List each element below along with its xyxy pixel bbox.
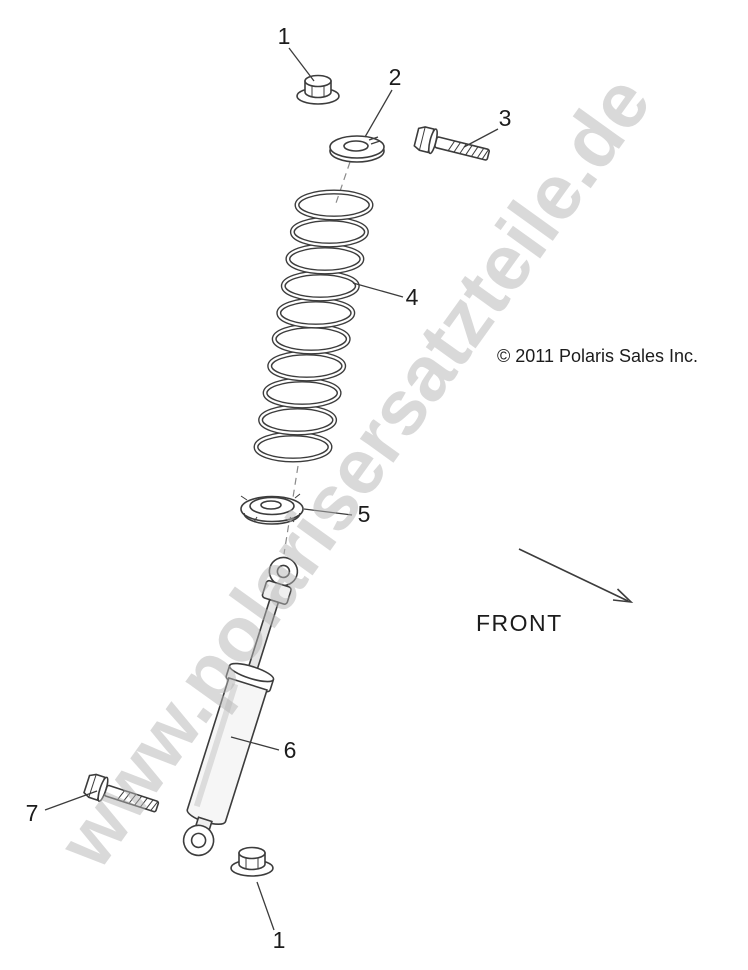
leader-line-4 bbox=[352, 282, 404, 298]
watermark-text: www.polarisersatzteile.de bbox=[40, 60, 667, 884]
callout-4: 4 bbox=[406, 284, 419, 310]
front-arrow bbox=[518, 548, 634, 604]
part-flange-nut-top bbox=[296, 74, 340, 105]
callout-1-bottom: 1 bbox=[273, 927, 286, 953]
callout-6: 6 bbox=[284, 737, 297, 763]
part-spring-retainer bbox=[240, 493, 304, 525]
part-coil-spring bbox=[253, 189, 374, 463]
part-spring-washer bbox=[329, 135, 385, 163]
leader-line-7 bbox=[44, 790, 98, 811]
leader-line-2 bbox=[364, 89, 393, 138]
part-upper-mount-bolt bbox=[412, 124, 493, 168]
part-shock-absorber bbox=[182, 556, 299, 857]
centerline-lower bbox=[283, 465, 299, 555]
leader-line-1-bottom bbox=[256, 881, 275, 931]
leader-line-3 bbox=[463, 128, 499, 148]
callout-1-top: 1 bbox=[278, 23, 291, 49]
leader-line-5 bbox=[303, 508, 353, 516]
front-label: FRONT bbox=[476, 610, 563, 636]
callout-5: 5 bbox=[358, 501, 371, 527]
callout-7: 7 bbox=[26, 800, 39, 826]
part-flange-nut-bottom bbox=[230, 846, 274, 877]
callout-2: 2 bbox=[389, 64, 402, 90]
leader-line-6 bbox=[230, 736, 280, 751]
copyright-text: © 2011 Polaris Sales Inc. bbox=[497, 346, 698, 366]
leader-line-1-top bbox=[288, 47, 315, 82]
callout-3: 3 bbox=[499, 105, 512, 131]
centerline-upper bbox=[335, 161, 351, 204]
